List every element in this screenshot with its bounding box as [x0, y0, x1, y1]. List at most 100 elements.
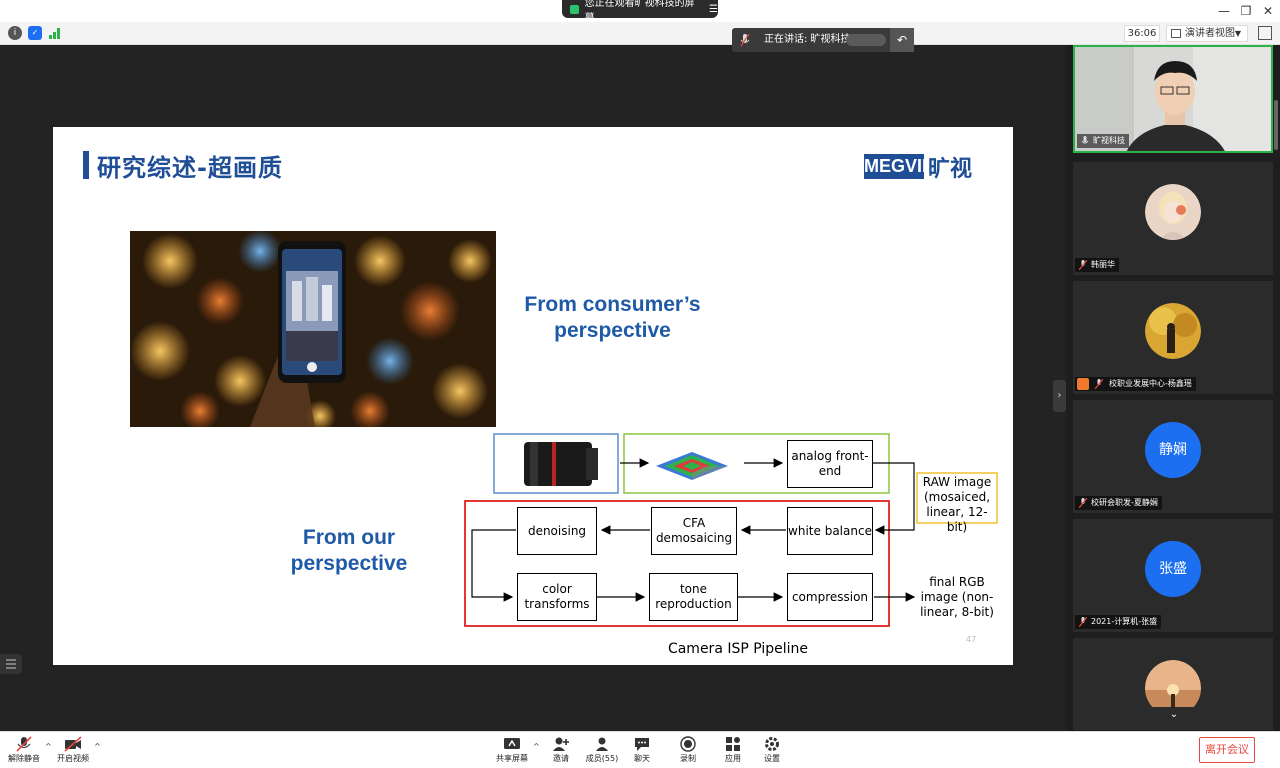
- unmute-button[interactable]: 解除静音: [6, 734, 42, 766]
- menu-icon[interactable]: ☰: [709, 3, 718, 15]
- mic-icon: [740, 33, 750, 47]
- speaker-blur: [846, 34, 886, 46]
- isp-frame: [464, 500, 890, 627]
- members-button[interactable]: 成员(55): [584, 734, 620, 766]
- record-icon: [680, 736, 696, 752]
- pipeline-caption: Camera ISP Pipeline: [667, 641, 809, 657]
- members-icon: [596, 737, 608, 751]
- share-screen-label: 共享屏幕: [496, 754, 528, 763]
- participant-name: 2021-计算机-张盛: [1091, 617, 1158, 626]
- cfa-demosaicing-box: CFA demosaicing: [651, 507, 737, 555]
- apps-button[interactable]: 应用: [717, 734, 749, 766]
- share-status-icon: [570, 4, 579, 14]
- sidebar-scrollbar[interactable]: [1274, 100, 1278, 150]
- participant-video: [1075, 47, 1271, 151]
- color-transforms-box: color transforms: [517, 573, 597, 621]
- avatar: [1145, 184, 1201, 240]
- participant-name-label: 旷视科技: [1077, 134, 1129, 148]
- signal-icon[interactable]: [48, 27, 62, 39]
- host-badge-icon: [1077, 378, 1089, 390]
- raw-frame: [916, 472, 998, 524]
- close-icon[interactable]: ✕: [1262, 4, 1274, 18]
- mic-muted-icon: [1079, 260, 1087, 270]
- apps-label: 应用: [725, 754, 741, 763]
- chevron-down-icon[interactable]: ⌄: [1148, 707, 1200, 723]
- list-icon[interactable]: [0, 654, 22, 674]
- view-mode-dropdown[interactable]: 演讲者视图 ▼: [1166, 25, 1248, 42]
- invite-button[interactable]: 邀请: [545, 734, 577, 766]
- meeting-timer: 36:06: [1124, 25, 1160, 42]
- mic-muted-icon: [1095, 379, 1103, 389]
- participant-name: 韩丽华: [1091, 260, 1115, 269]
- back-icon[interactable]: ↶: [890, 28, 914, 52]
- start-video-label: 开启视频: [57, 754, 89, 763]
- megvii-logo: MEGVII: [864, 154, 927, 179]
- participant-name: 校职业发展中心-杨鑫瑶: [1109, 379, 1192, 388]
- camera-off-icon: [64, 736, 82, 752]
- video-options-icon[interactable]: ^: [94, 742, 101, 751]
- participant-name-label: 2021-计算机-张盛: [1075, 615, 1162, 629]
- speaking-indicator[interactable]: 正在讲话: 旷视科技; ↶: [732, 28, 914, 52]
- title-accent-bar: [83, 151, 89, 179]
- restore-icon[interactable]: ❐: [1240, 4, 1252, 18]
- slide-title: 研究综述-超画质: [97, 154, 283, 182]
- participant-tile-2[interactable]: 韩丽华: [1073, 162, 1273, 275]
- audio-options-icon[interactable]: ^: [45, 742, 52, 751]
- compression-box: compression: [787, 573, 873, 621]
- chat-button[interactable]: 聊天: [626, 734, 658, 766]
- consumer-line-1: From consumer’s: [524, 293, 701, 316]
- participant-name-label: 校职业发展中心-杨鑫瑶: [1075, 377, 1196, 391]
- leave-meeting-button[interactable]: 离开会议: [1199, 737, 1255, 763]
- meeting-status-bar: [0, 22, 1280, 45]
- participant-tile-6[interactable]: [1073, 638, 1273, 730]
- speaking-text: 正在讲话: 旷视科技;: [764, 34, 854, 45]
- collapse-sidebar-icon[interactable]: ›: [1053, 380, 1066, 412]
- participant-tile-5[interactable]: 张盛 2021-计算机-张盛: [1073, 519, 1273, 632]
- final-rgb-label: final RGB image (non-linear, 8-bit): [920, 575, 994, 619]
- denoising-box: denoising: [517, 507, 597, 555]
- participant-name-label: 韩丽华: [1075, 258, 1119, 272]
- ours-line-2: perspective: [290, 552, 408, 575]
- consumer-line-2: perspective: [554, 319, 671, 342]
- minimize-icon[interactable]: —: [1218, 4, 1230, 18]
- share-screen-button[interactable]: 共享屏幕: [494, 734, 530, 766]
- ours-line-1: From our: [302, 526, 396, 549]
- participant-tile-3[interactable]: 校职业发展中心-杨鑫瑶: [1073, 281, 1273, 394]
- screen-share-notice[interactable]: 您正在观看旷视科技的屏幕 ☰: [562, 0, 718, 24]
- fullscreen-icon[interactable]: [1258, 26, 1272, 40]
- bokeh-phone-photo: [130, 231, 496, 427]
- view-mode-label: 演讲者视图: [1185, 28, 1235, 39]
- avatar: [1145, 303, 1201, 359]
- members-label: 成员(55): [585, 754, 619, 763]
- avatar: 张盛: [1145, 541, 1201, 597]
- meeting-controls-bar: [0, 731, 1280, 768]
- settings-label: 设置: [764, 754, 780, 763]
- invite-label: 邀请: [553, 754, 569, 763]
- record-button[interactable]: 录制: [672, 734, 704, 766]
- lens-frame: [493, 433, 619, 494]
- chat-label: 聊天: [634, 754, 650, 763]
- raw-image-label: RAW image (mosaiced, linear, 12-bit): [922, 475, 992, 534]
- participant-name: 校研会职发-夏静娴: [1091, 498, 1158, 507]
- add-user-icon: [553, 737, 569, 751]
- apps-icon: [726, 737, 740, 751]
- start-video-button[interactable]: 开启视频: [55, 734, 91, 766]
- our-perspective-heading: From our perspective: [268, 525, 430, 577]
- mic-icon: [1081, 136, 1089, 144]
- participant-tile-1[interactable]: 旷视科技: [1073, 45, 1273, 153]
- share-options-icon[interactable]: ^: [533, 742, 540, 751]
- mic-muted-icon: [16, 736, 32, 752]
- isp-pipeline-diagram: [464, 433, 998, 627]
- avatar: 静娴: [1145, 422, 1201, 478]
- shield-icon[interactable]: ✓: [28, 26, 42, 40]
- share-screen-icon: [504, 738, 520, 749]
- participant-tile-4[interactable]: 静娴 校研会职发-夏静娴: [1073, 400, 1273, 513]
- mic-muted-icon: [1079, 498, 1087, 508]
- settings-button[interactable]: 设置: [756, 734, 788, 766]
- record-label: 录制: [680, 754, 696, 763]
- info-icon[interactable]: i: [8, 26, 22, 40]
- layout-icon: [1171, 29, 1181, 38]
- participant-name: 旷视科技: [1093, 136, 1125, 145]
- participant-name-label: 校研会职发-夏静娴: [1075, 496, 1162, 510]
- mic-muted-icon: [1079, 617, 1087, 627]
